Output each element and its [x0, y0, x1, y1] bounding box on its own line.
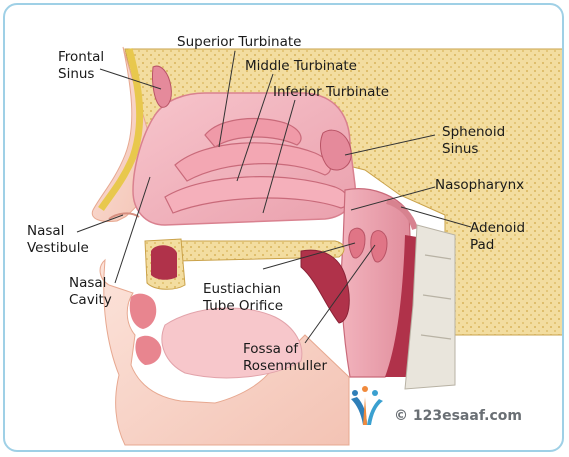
- label-line: Nasal: [69, 275, 107, 291]
- label-line: Eustiachian: [203, 281, 281, 297]
- label-line: Frontal: [58, 49, 105, 65]
- tongue: [161, 307, 303, 379]
- nasal-bone-strip: [98, 48, 144, 211]
- leader-lines: [76, 50, 472, 344]
- label-line: Tube Orifice: [203, 298, 284, 314]
- palate-mucosa: [151, 245, 177, 280]
- label-nasal-cavity: Nasal Cavity: [69, 275, 112, 309]
- soft-palate: [300, 249, 350, 324]
- label-eustachian-tube-orifice: Eustiachian Tube Orifice: [203, 281, 283, 315]
- label-line: Adenoid: [470, 220, 526, 236]
- label-adenoid-pad: Adenoid Pad: [470, 220, 525, 254]
- label-frontal-sinus: Frontal Sinus: [58, 49, 104, 83]
- label-nasopharynx: Nasopharynx: [435, 177, 525, 193]
- label-line: Fossa of: [243, 341, 299, 357]
- sphenoid-sinus-shape: [320, 129, 352, 171]
- label-line: Nasal: [27, 223, 65, 239]
- watermark-text: © 123esaaf.com: [394, 408, 522, 424]
- label-line: Pad: [470, 237, 495, 253]
- adenoid-ridge: [386, 198, 418, 230]
- label-superior-turbinate: Superior Turbinate: [177, 34, 302, 50]
- pharyngeal-muscle: [385, 235, 417, 377]
- nasal-anatomy-illustration: [76, 46, 562, 446]
- label-middle-turbinate: Middle Turbinate: [245, 58, 357, 74]
- figure-frame: Frontal Sinus Superior Turbinate Middle …: [3, 3, 564, 452]
- label-line: Sinus: [58, 66, 95, 82]
- label-sphenoid-sinus: Sphenoid Sinus: [442, 124, 505, 158]
- label-line: Sinus: [442, 141, 479, 157]
- eustachian-orifice-shape: [348, 227, 366, 259]
- label-line: Cavity: [69, 292, 112, 308]
- lower-face-skin: [99, 258, 350, 446]
- lower-lip: [135, 335, 162, 365]
- label-inferior-turbinate: Inferior Turbinate: [273, 84, 390, 100]
- label-fossa-of-rosenmuller: Fossa of Rosenmuller: [243, 341, 327, 375]
- watermark-logo-icon: [351, 386, 383, 425]
- label-line: Vestibule: [27, 240, 89, 256]
- label-nasal-vestibule: Nasal Vestibule: [27, 223, 89, 257]
- frontal-sinus-shape: [152, 65, 172, 108]
- fossa-shape: [370, 230, 388, 263]
- label-line: Rosenmuller: [243, 358, 327, 374]
- cervical-spine: [404, 224, 456, 390]
- label-line: Sphenoid: [442, 124, 506, 140]
- upper-lip: [129, 293, 157, 329]
